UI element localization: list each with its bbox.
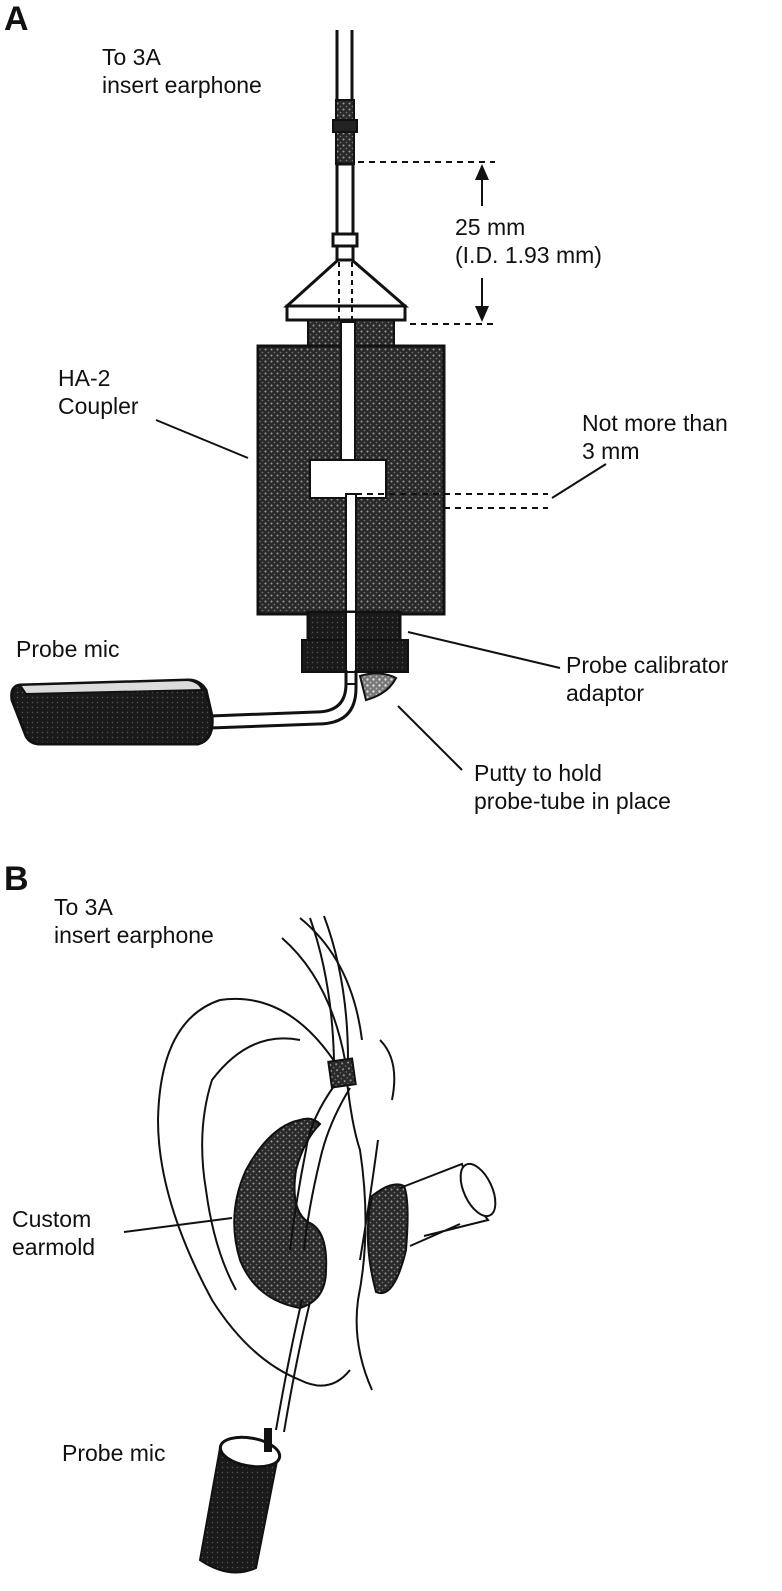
leader-coupler <box>155 419 249 459</box>
probe-tube-bend <box>209 670 358 730</box>
earphone-tube <box>331 30 359 262</box>
label-putty-1: Putty to hold <box>474 760 602 786</box>
label-probe-mic-b: Probe mic <box>62 1440 166 1466</box>
dimension-3mm <box>356 463 607 509</box>
ha2-coupler-body <box>256 319 446 685</box>
label-to-earphone-b-1: To 3A <box>54 894 113 920</box>
probe-mic-b <box>198 1428 282 1574</box>
label-to-earphone-b-2: insert earphone <box>54 922 214 948</box>
cone-connector <box>283 258 410 322</box>
label-earmold-1: Custom <box>12 1206 92 1232</box>
probe-calibrator-adaptor <box>301 610 409 702</box>
label-dimension-25mm: 25 mm <box>455 214 526 240</box>
probe-tube-b <box>275 1299 311 1433</box>
ear-antihelix <box>201 1037 301 1291</box>
earphone-tube-b <box>309 915 349 1061</box>
label-earmold-2: earmold <box>12 1234 96 1260</box>
label-adaptor-1: Probe calibrator <box>566 652 729 678</box>
canal-insert <box>366 1183 409 1295</box>
panel-a-drawing <box>10 30 607 771</box>
label-limit-1: Not more than <box>582 410 728 436</box>
label-putty-2: probe-tube in place <box>474 788 671 814</box>
label-coupler-2: Coupler <box>58 393 139 419</box>
label-dimension-id: (I.D. 1.93 mm) <box>455 242 602 268</box>
ear-helix-inner <box>299 917 363 1041</box>
label-probe-mic-a: Probe mic <box>16 636 120 662</box>
label-adaptor-2: adaptor <box>566 680 645 706</box>
leader-adaptor <box>407 631 561 669</box>
panel-b-letter: B <box>4 860 29 898</box>
panel-a-letter: A <box>4 0 29 38</box>
dimension-25mm <box>358 161 495 325</box>
label-to-earphone-a-2: insert earphone <box>102 72 262 98</box>
panel-b-drawing <box>123 915 497 1574</box>
label-limit-2: 3 mm <box>582 438 640 464</box>
label-to-earphone-a-1: To 3A <box>102 44 161 70</box>
custom-earmold <box>233 1117 328 1310</box>
label-coupler-1: HA-2 <box>58 365 111 391</box>
probe-mic-a <box>10 678 214 746</box>
leader-putty <box>397 705 463 771</box>
leader-earmold <box>123 1217 233 1233</box>
